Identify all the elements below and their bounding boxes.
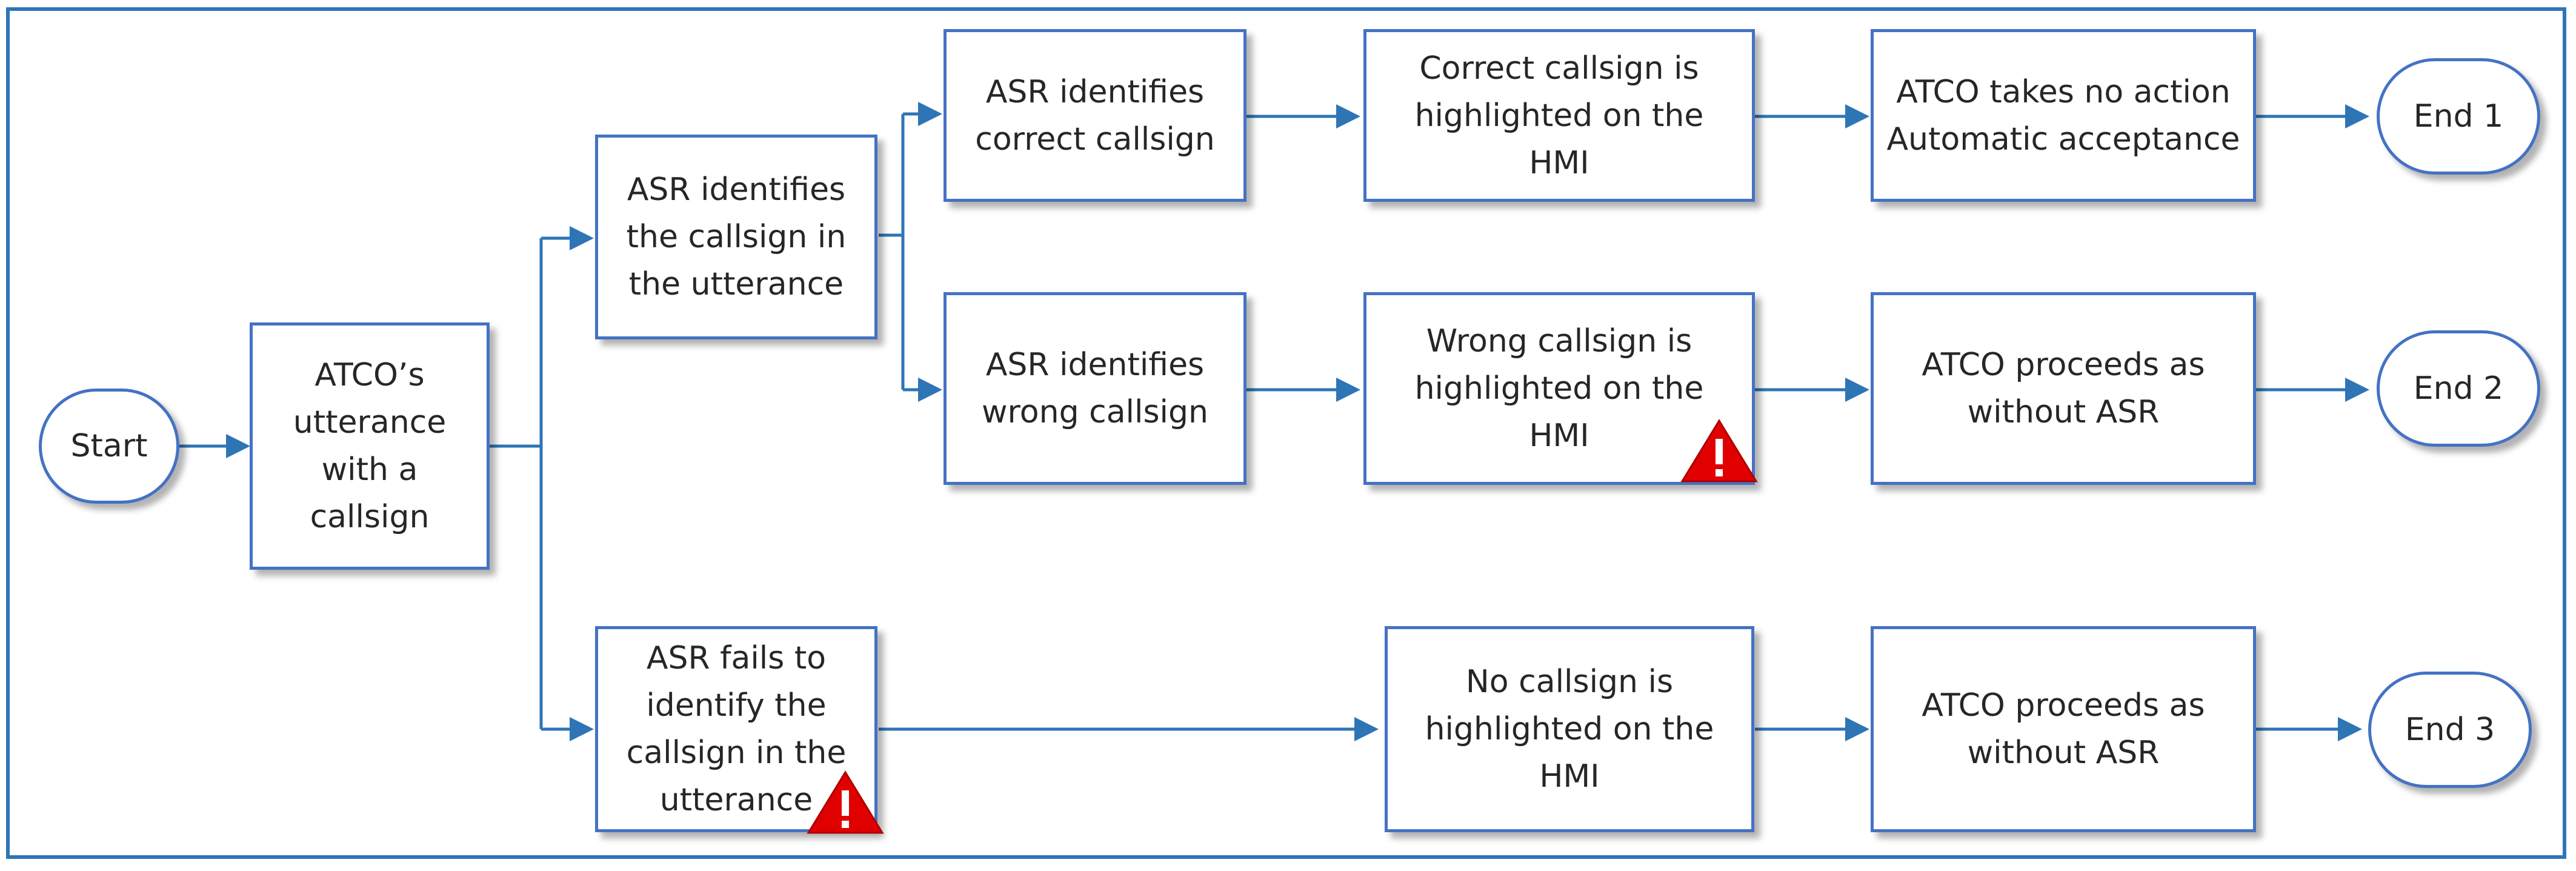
atco-utterance-box: ATCO’s utterance with a callsign [250,322,490,570]
end3-terminal: End 3 [2368,672,2532,788]
asr-wrong-box: ASR identifies wrong callsign [944,292,1246,485]
end2-terminal: End 2 [2377,330,2540,447]
asr-fails-box: ASR fails to identify the callsign in th… [595,626,877,832]
asr-correct-box: ASR identifies correct callsign [944,29,1246,202]
atco-proceeds-box-1: ATCO proceeds as without ASR [1871,292,2256,485]
atco-no-action-box: ATCO takes no action Automatic acceptanc… [1871,29,2256,202]
warning-triangle-icon [807,770,884,834]
diagram-frame [6,7,2566,859]
end1-terminal: End 1 [2377,58,2540,175]
start-terminal: Start [39,389,179,504]
no-callsign-highlight-box: No callsign is highlighted on the HMI [1385,626,1754,832]
wrong-callsign-highlight-box: Wrong callsign is highlighted on the HMI [1363,292,1755,485]
correct-callsign-highlight-box: Correct callsign is highlighted on the H… [1363,29,1755,202]
atco-proceeds-box-2: ATCO proceeds as without ASR [1871,626,2256,832]
warning-triangle-icon [1680,419,1758,482]
asr-identifies-box: ASR identifies the callsign in the utter… [595,135,877,339]
